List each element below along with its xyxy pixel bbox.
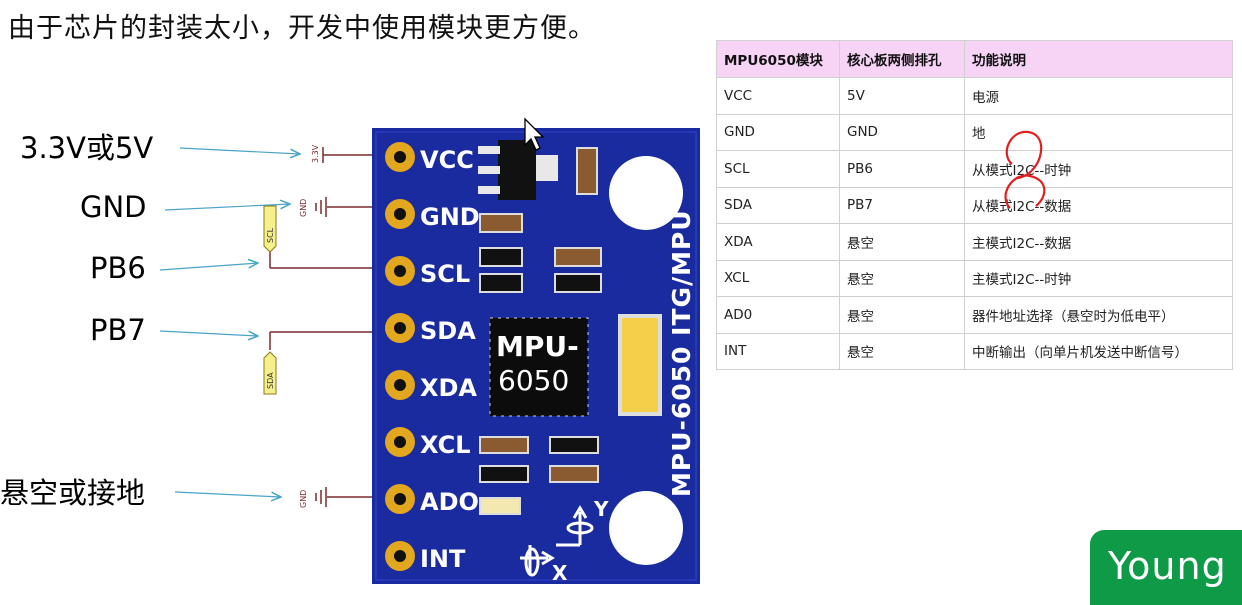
mounting-hole-bottom — [609, 491, 683, 565]
svg-text:SDA: SDA — [266, 372, 275, 389]
ground-symbol-gnd — [315, 197, 327, 217]
power-symbol-label: 3.3V — [311, 144, 320, 163]
column-header: 功能说明 — [964, 40, 1233, 78]
mouse-cursor-icon — [524, 117, 545, 151]
column-header: 核心板两侧排孔 — [839, 40, 965, 78]
ground-symbol-label-bottom: GND — [299, 490, 308, 508]
table-header-row: MPU6050模块 核心板两侧排孔 功能说明 — [716, 40, 1233, 78]
pin-label-ado: ADO — [420, 488, 479, 516]
pin-labels: VCC GND SCL SDA XDA XCL ADO INT — [420, 146, 480, 573]
smd-components — [479, 213, 662, 515]
pin-label-xcl: XCL — [420, 431, 471, 459]
label-gnd: GND — [80, 190, 147, 224]
voltage-regulator — [478, 140, 558, 200]
axis-label-y: Y — [593, 497, 609, 521]
label-vcc-supply: 3.3V或5V — [20, 131, 153, 165]
pin-label-gnd: GND — [420, 203, 480, 231]
column-header: MPU6050模块 — [716, 40, 840, 78]
net-flag-sda: SDA — [263, 351, 277, 395]
ground-symbol-label-top: GND — [299, 199, 308, 217]
pointer-arrows — [159, 147, 300, 497]
label-pb7: PB7 — [90, 313, 146, 347]
author-badge: Young — [1090, 530, 1242, 605]
mpu6050-board: VCC GND SCL SDA XDA XCL ADO INT — [372, 128, 700, 585]
pin-label-sda: SDA — [420, 317, 476, 345]
axis-label-x: X — [552, 561, 568, 585]
pin-label-int: INT — [420, 545, 466, 573]
svg-text:SCL: SCL — [266, 227, 275, 243]
pin-pads — [385, 142, 415, 571]
mounting-hole-top — [609, 156, 683, 230]
author-badge-text: Young — [1108, 544, 1227, 588]
chip-label-line2: 6050 — [498, 364, 569, 397]
pin-label-vcc: VCC — [420, 146, 474, 174]
label-ado-option: 悬空或接地 — [0, 476, 145, 510]
ground-symbol-ado — [315, 487, 327, 507]
axis-indicator — [520, 505, 594, 577]
net-flag-scl: SCL — [263, 205, 277, 253]
mpu6050-chip: MPU- 6050 — [489, 317, 589, 417]
board-side-label: MPU-6050 ITG/MPU — [667, 209, 696, 497]
pin-label-xda: XDA — [420, 374, 477, 402]
chip-label-line1: MPU- — [496, 330, 579, 363]
pin-label-scl: SCL — [420, 260, 470, 288]
mpu6050-wiring-diagram: 3.3V或5V GND PB6 PB7 悬空或接地 3.3V GND GND — [0, 117, 700, 585]
wires — [269, 147, 375, 498]
label-pb6: PB6 — [90, 251, 146, 285]
page-heading: 由于芯片的封装太小，开发中使用模块更方便。 — [8, 13, 596, 44]
handwritten-annotation — [1004, 130, 1046, 209]
